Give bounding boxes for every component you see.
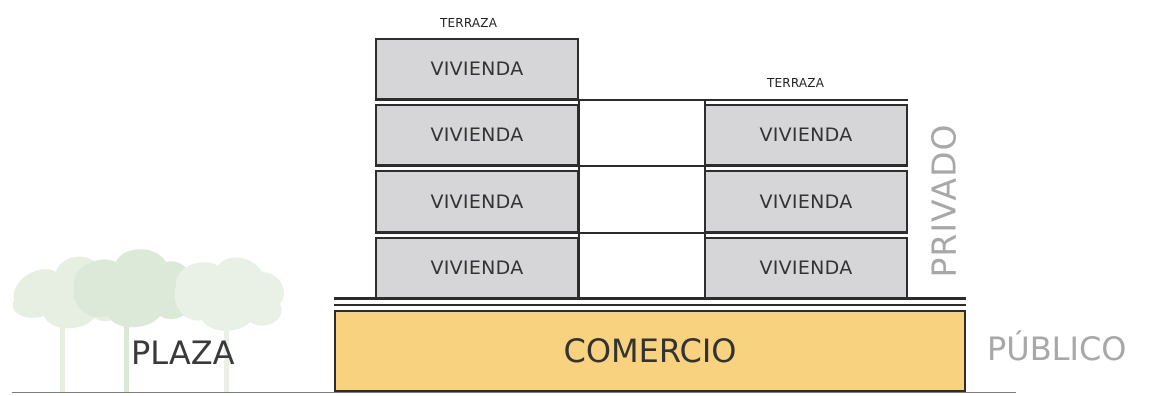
- plaza-label: PLAZA: [131, 334, 235, 372]
- dwelling-top: VIVIENDA: [375, 38, 579, 100]
- public-zone-label: PÚBLICO: [987, 330, 1127, 368]
- terrace-label-top: TERRAZA: [440, 16, 498, 30]
- dwelling-floor2-left: VIVIENDA: [375, 170, 579, 233]
- slab-line-3: [375, 165, 908, 167]
- slab-line-1: [334, 297, 966, 300]
- dwelling-floor3-left: VIVIENDA: [375, 104, 579, 166]
- dwelling-floor3-right: VIVIENDA: [704, 104, 908, 166]
- private-zone-wrap: PRIVADO: [921, 110, 967, 290]
- dwelling-floor2-right: VIVIENDA: [704, 170, 908, 233]
- commerce-block: COMERCIO: [334, 310, 966, 392]
- private-zone-label: PRIVADO: [924, 123, 964, 277]
- ground-line: [12, 392, 1016, 393]
- plaza-trees-icon: [12, 249, 284, 392]
- terrace-label-right: TERRAZA: [767, 76, 825, 90]
- slab-line-2: [375, 232, 908, 234]
- dwelling-floor1-right: VIVIENDA: [704, 237, 908, 299]
- courtyard-edge-left: [578, 100, 580, 299]
- dwelling-floor1-left: VIVIENDA: [375, 237, 579, 299]
- slab-line-0: [334, 304, 966, 306]
- slab-line-4: [375, 99, 908, 101]
